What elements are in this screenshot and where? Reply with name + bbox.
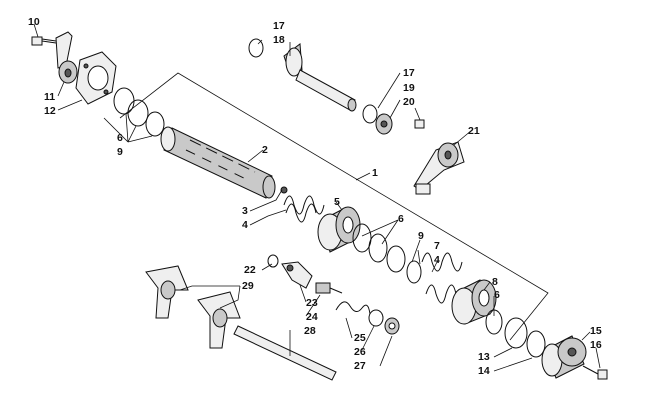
- callout-11: 11: [44, 91, 55, 103]
- callout-1: 1: [372, 167, 378, 179]
- part-16-bolt: [582, 365, 608, 380]
- part-23-arm: [281, 261, 313, 289]
- callout-9-left: 9: [117, 146, 123, 158]
- callout-12: 12: [44, 105, 56, 117]
- callout-8: 8: [492, 276, 498, 288]
- callout-2: 2: [262, 144, 268, 156]
- callout-9-center: 9: [418, 230, 424, 242]
- callout-13: 13: [478, 351, 490, 363]
- callout-16: 16: [590, 339, 602, 351]
- callout-6-center: 6: [398, 213, 404, 225]
- part-29-fork-right: [197, 291, 241, 349]
- callout-7: 7: [434, 240, 440, 252]
- callout-6-right: 6: [494, 289, 500, 301]
- callout-17-right: 17: [403, 67, 415, 79]
- part-18-shift-shaft: [283, 43, 357, 112]
- part-2-shift-drum: [160, 126, 288, 199]
- part-4-spring-right: [421, 252, 463, 304]
- callout-27: 27: [354, 360, 366, 372]
- part-10-bolt: [31, 36, 57, 46]
- callout-21: 21: [468, 125, 480, 137]
- part-22-washer: [267, 254, 279, 268]
- callout-4-left: 4: [242, 219, 248, 231]
- callout-labels: 10 17 18 17 19 20 21 11 12 6 9 2 1 3 4 5…: [28, 16, 602, 377]
- part-25-spring: [335, 301, 371, 315]
- part-27-nut: [384, 317, 400, 335]
- callout-18: 18: [273, 34, 285, 46]
- callout-19: 19: [403, 82, 415, 94]
- part-4-spring-left: [283, 195, 325, 223]
- part-24-bolt: [315, 282, 343, 294]
- leader-lines: [33, 23, 601, 372]
- callout-23: 23: [306, 297, 318, 309]
- callout-24: 24: [306, 311, 318, 323]
- callout-14: 14: [478, 365, 490, 377]
- callout-6-left: 6: [117, 132, 123, 144]
- part-28-fork-rod: [233, 325, 337, 381]
- callout-3: 3: [242, 205, 248, 217]
- part-17-19-20-hardware: [362, 104, 425, 135]
- callout-28: 28: [304, 325, 316, 337]
- callout-17-top: 17: [273, 20, 285, 32]
- part-26-washer: [368, 309, 384, 327]
- part-6-9-rings-left: [113, 87, 165, 137]
- part-6-9-rings-center: [352, 223, 422, 284]
- part-5-cam: [317, 206, 361, 253]
- part-8-cam: [451, 279, 497, 325]
- callout-5: 5: [334, 196, 340, 208]
- part-11-12-bracket: [55, 31, 117, 105]
- callout-26: 26: [354, 346, 366, 358]
- part-29-fork-left: [145, 265, 189, 319]
- callout-15: 15: [590, 325, 602, 337]
- callout-20: 20: [403, 96, 415, 108]
- part-17-washer-top: [248, 38, 264, 58]
- callout-22: 22: [244, 264, 256, 276]
- callout-25: 25: [354, 332, 366, 344]
- callout-4-right: 4: [434, 254, 440, 266]
- part-6-13-14-rings-right: [485, 309, 546, 358]
- callout-29: 29: [242, 280, 254, 292]
- callout-10: 10: [28, 16, 40, 28]
- part-21-shift-arm: [413, 141, 465, 195]
- assembly-outline: [119, 72, 549, 341]
- part-15-star-wheel: [541, 335, 587, 379]
